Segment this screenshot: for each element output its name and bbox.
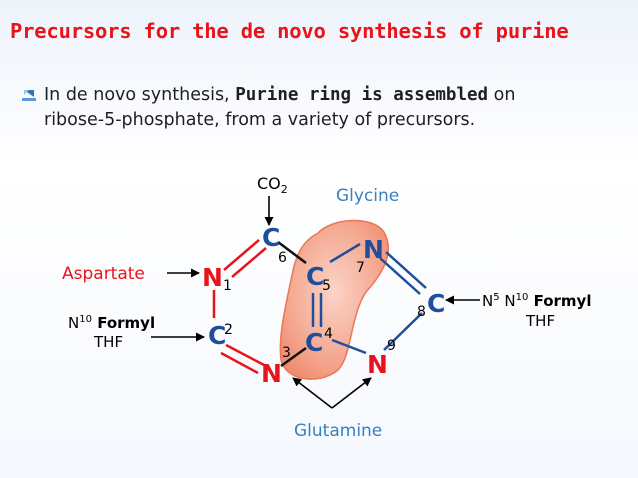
n10-formyl-label: N10 Formyl (68, 314, 155, 332)
atom-n7: N (363, 235, 384, 264)
bond-c6-c5 (277, 241, 307, 264)
co2-label: CO2 (257, 174, 288, 196)
pos-6: 6 (278, 250, 287, 266)
bond-n1-c6-b (231, 247, 267, 278)
bond-n3-c4 (280, 346, 307, 368)
bond-c4-n9 (331, 338, 367, 355)
bond-c2-n3-b (220, 351, 259, 375)
glycine-region (279, 219, 389, 380)
bond-n7-c8-b (385, 251, 427, 289)
glutamine-arrow-left (292, 377, 333, 409)
atom-c2: C (208, 321, 226, 350)
atom-c4: C (305, 328, 323, 357)
bond-c5-n7 (329, 242, 361, 264)
atom-c6: C (262, 223, 280, 252)
n5n10-formyl-label: N5 N10 Formyl (482, 292, 591, 310)
bullet-text-part1: In de novo synthesis, (44, 85, 236, 105)
bullet-text-part2: on (488, 85, 516, 105)
glutamine-arrow-right (331, 377, 372, 409)
atom-c5: C (306, 262, 324, 291)
atom-c8: C (427, 289, 445, 318)
pos-3: 3 (282, 345, 291, 361)
n5n10-thf-label: THF (525, 312, 555, 330)
bullet-text-line2: ribose-5-phosphate, from a variety of pr… (44, 110, 476, 130)
glycine-label: Glycine (336, 186, 399, 206)
glutamine-label: Glutamine (294, 421, 382, 441)
pos-2: 2 (224, 322, 233, 338)
bond-n1-c6-a (223, 239, 260, 271)
n10-thf-label: THF (93, 333, 123, 351)
bond-n9-c8 (383, 312, 423, 351)
bond-n7-c8-a (379, 257, 421, 295)
bullet-text-bold: Purine ring is assembled (235, 85, 489, 105)
pos-4: 4 (324, 326, 333, 342)
pos-1: 1 (223, 278, 232, 294)
bullet-text: In de novo synthesis, Purine ring is ass… (44, 83, 634, 133)
bullet-arrow-icon (22, 90, 36, 101)
atom-n3: N (261, 359, 282, 388)
slide-title: Precursors for the de novo synthesis of … (10, 19, 569, 43)
ring-bonds (212, 239, 427, 375)
pos-8: 8 (417, 304, 426, 320)
atom-n1: N (202, 263, 223, 292)
aspartate-label: Aspartate (62, 264, 145, 284)
atom-n9: N (367, 350, 388, 379)
bond-c2-n3-a (225, 343, 265, 367)
pos-7: 7 (356, 260, 365, 276)
pos-9: 9 (387, 338, 396, 354)
pos-5: 5 (322, 278, 331, 294)
